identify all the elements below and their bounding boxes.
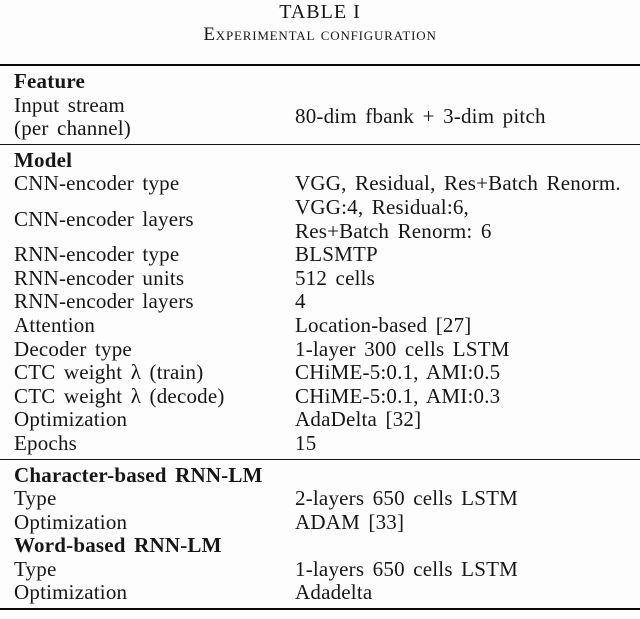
value-line: AdaDelta [32]	[295, 407, 422, 432]
value-line: ADAM [33]	[295, 509, 405, 534]
table-row: RNN-encoder units 512 cells	[0, 265, 640, 291]
value-line: BLSMTP	[295, 242, 378, 267]
row-label: CTC weight λ (train)	[0, 361, 295, 385]
section-header: Model	[14, 147, 73, 172]
value-line: 4	[295, 289, 306, 314]
row-value: 1-layers 650 cells LSTM	[295, 556, 640, 582]
table-title: Experimental configuration	[203, 24, 437, 45]
table-row: Optimization Adadelta	[0, 581, 640, 605]
value-line: VGG, Residual, Res+Batch Renorm.	[295, 171, 621, 196]
table-row: Epochs 15	[0, 430, 640, 456]
label-line: (per channel)	[14, 116, 131, 141]
value-line: 80-dim fbank + 3-dim pitch	[295, 104, 546, 129]
row-label: Epochs	[0, 430, 295, 456]
table-row: CNN-encoder type VGG, Residual, Res+Batch…	[0, 172, 640, 196]
label-line: RNN-encoder units	[14, 265, 185, 290]
table-row: Attention Location-based [27]	[0, 312, 640, 338]
row-label: Optimization	[0, 408, 295, 432]
value-line: Adadelta	[295, 580, 373, 605]
row-value: 1-layer 300 cells LSTM	[295, 336, 640, 362]
row-value: 2-layers 650 cells LSTM	[295, 486, 640, 511]
value-line: 1-layers 650 cells LSTM	[295, 556, 518, 581]
row-label: Type	[0, 486, 295, 511]
row-value: Location-based [27]	[295, 312, 640, 338]
row-label: CTC weight λ (decode)	[0, 383, 295, 409]
value-line: VGG:4, Residual:6,	[295, 194, 470, 219]
label-line: Optimization	[14, 580, 128, 605]
row-value: CHiME-5:0.1, AMI:0.3	[295, 383, 640, 409]
row-label: Attention	[0, 312, 295, 338]
row-label: RNN-encoder layers	[0, 290, 295, 314]
row-value: VGG, Residual, Res+Batch Renorm.	[295, 172, 640, 196]
table-row: Optimization AdaDelta [32]	[0, 408, 640, 432]
label-line: Optimization	[14, 407, 128, 432]
table-row: CTC weight λ (decode) CHiME-5:0.1, AMI:0.…	[0, 383, 640, 409]
section-header: Character-based RNN-LM	[14, 462, 263, 487]
table-row: Type 2-layers 650 cells LSTM	[0, 486, 640, 511]
table-row: RNN-encoder type BLSMTP	[0, 243, 640, 267]
row-label: RNN-encoder type	[0, 243, 295, 267]
label-line: Epochs	[14, 430, 78, 455]
table-row: CTC weight λ (train) CHiME-5:0.1, AMI:0.5	[0, 361, 640, 385]
label-line: CNN-encoder type	[14, 171, 180, 196]
table-row: RNN-encoder layers 4	[0, 290, 640, 314]
label-line: Decoder type	[14, 336, 132, 361]
row-label: CNN-encoder layers	[0, 206, 295, 232]
row-value: VGG:4, Residual:6,Res+Batch Renorm: 6	[295, 194, 640, 243]
row-value: BLSMTP	[295, 243, 640, 267]
label-line: Type	[14, 556, 57, 581]
row-label: Input stream(per channel)	[0, 92, 295, 141]
label-line: CNN-encoder layers	[14, 206, 194, 231]
table-row: Optimization ADAM [33]	[0, 509, 640, 535]
row-value: ADAM [33]	[295, 509, 640, 535]
row-label: Optimization	[0, 581, 295, 605]
value-line: 15	[295, 430, 317, 455]
table-row: Input stream(per channel)80-dim fbank + …	[0, 92, 640, 141]
value-line: 512 cells	[295, 265, 376, 290]
label-line: Input stream	[14, 92, 125, 117]
table-number: TABLE I	[279, 1, 361, 23]
label-line: CTC weight λ (decode)	[14, 383, 225, 408]
value-line: Res+Batch Renorm: 6	[295, 218, 492, 243]
row-value: 512 cells	[295, 265, 640, 291]
table-row: CNN-encoder layers VGG:4, Residual:6,Res+…	[0, 194, 640, 243]
value-line: 1-layer 300 cells LSTM	[295, 336, 510, 361]
table-row: Type 1-layers 650 cells LSTM	[0, 556, 640, 582]
value-line: CHiME-5:0.1, AMI:0.3	[295, 383, 501, 408]
section-header: Word-based RNN-LM	[14, 533, 222, 558]
row-label: RNN-encoder units	[0, 265, 295, 291]
row-label: Decoder type	[0, 336, 295, 362]
row-label: Type	[0, 556, 295, 582]
row-value: Adadelta	[295, 581, 640, 605]
row-label: CNN-encoder type	[0, 172, 295, 196]
value-line: Location-based [27]	[295, 312, 472, 337]
label-line: Optimization	[14, 509, 128, 534]
row-label: Optimization	[0, 509, 295, 535]
table-row: Decoder type 1-layer 300 cells LSTM	[0, 336, 640, 362]
table-caption: TABLE I Experimental configuration	[0, 0, 640, 45]
value-line: CHiME-5:0.1, AMI:0.5	[295, 360, 501, 385]
label-line: RNN-encoder layers	[14, 289, 194, 314]
row-value: CHiME-5:0.1, AMI:0.5	[295, 361, 640, 385]
value-line: 2-layers 650 cells LSTM	[295, 486, 518, 511]
label-line: Attention	[14, 312, 96, 337]
label-line: Type	[14, 486, 57, 511]
label-line: CTC weight λ (train)	[14, 360, 204, 385]
row-value: 15	[295, 430, 640, 456]
section-header: Feature	[14, 69, 85, 93]
row-value: 4	[295, 290, 640, 314]
row-value: 80-dim fbank + 3-dim pitch	[295, 105, 640, 129]
row-value: AdaDelta [32]	[295, 408, 640, 432]
label-line: RNN-encoder type	[14, 242, 180, 267]
